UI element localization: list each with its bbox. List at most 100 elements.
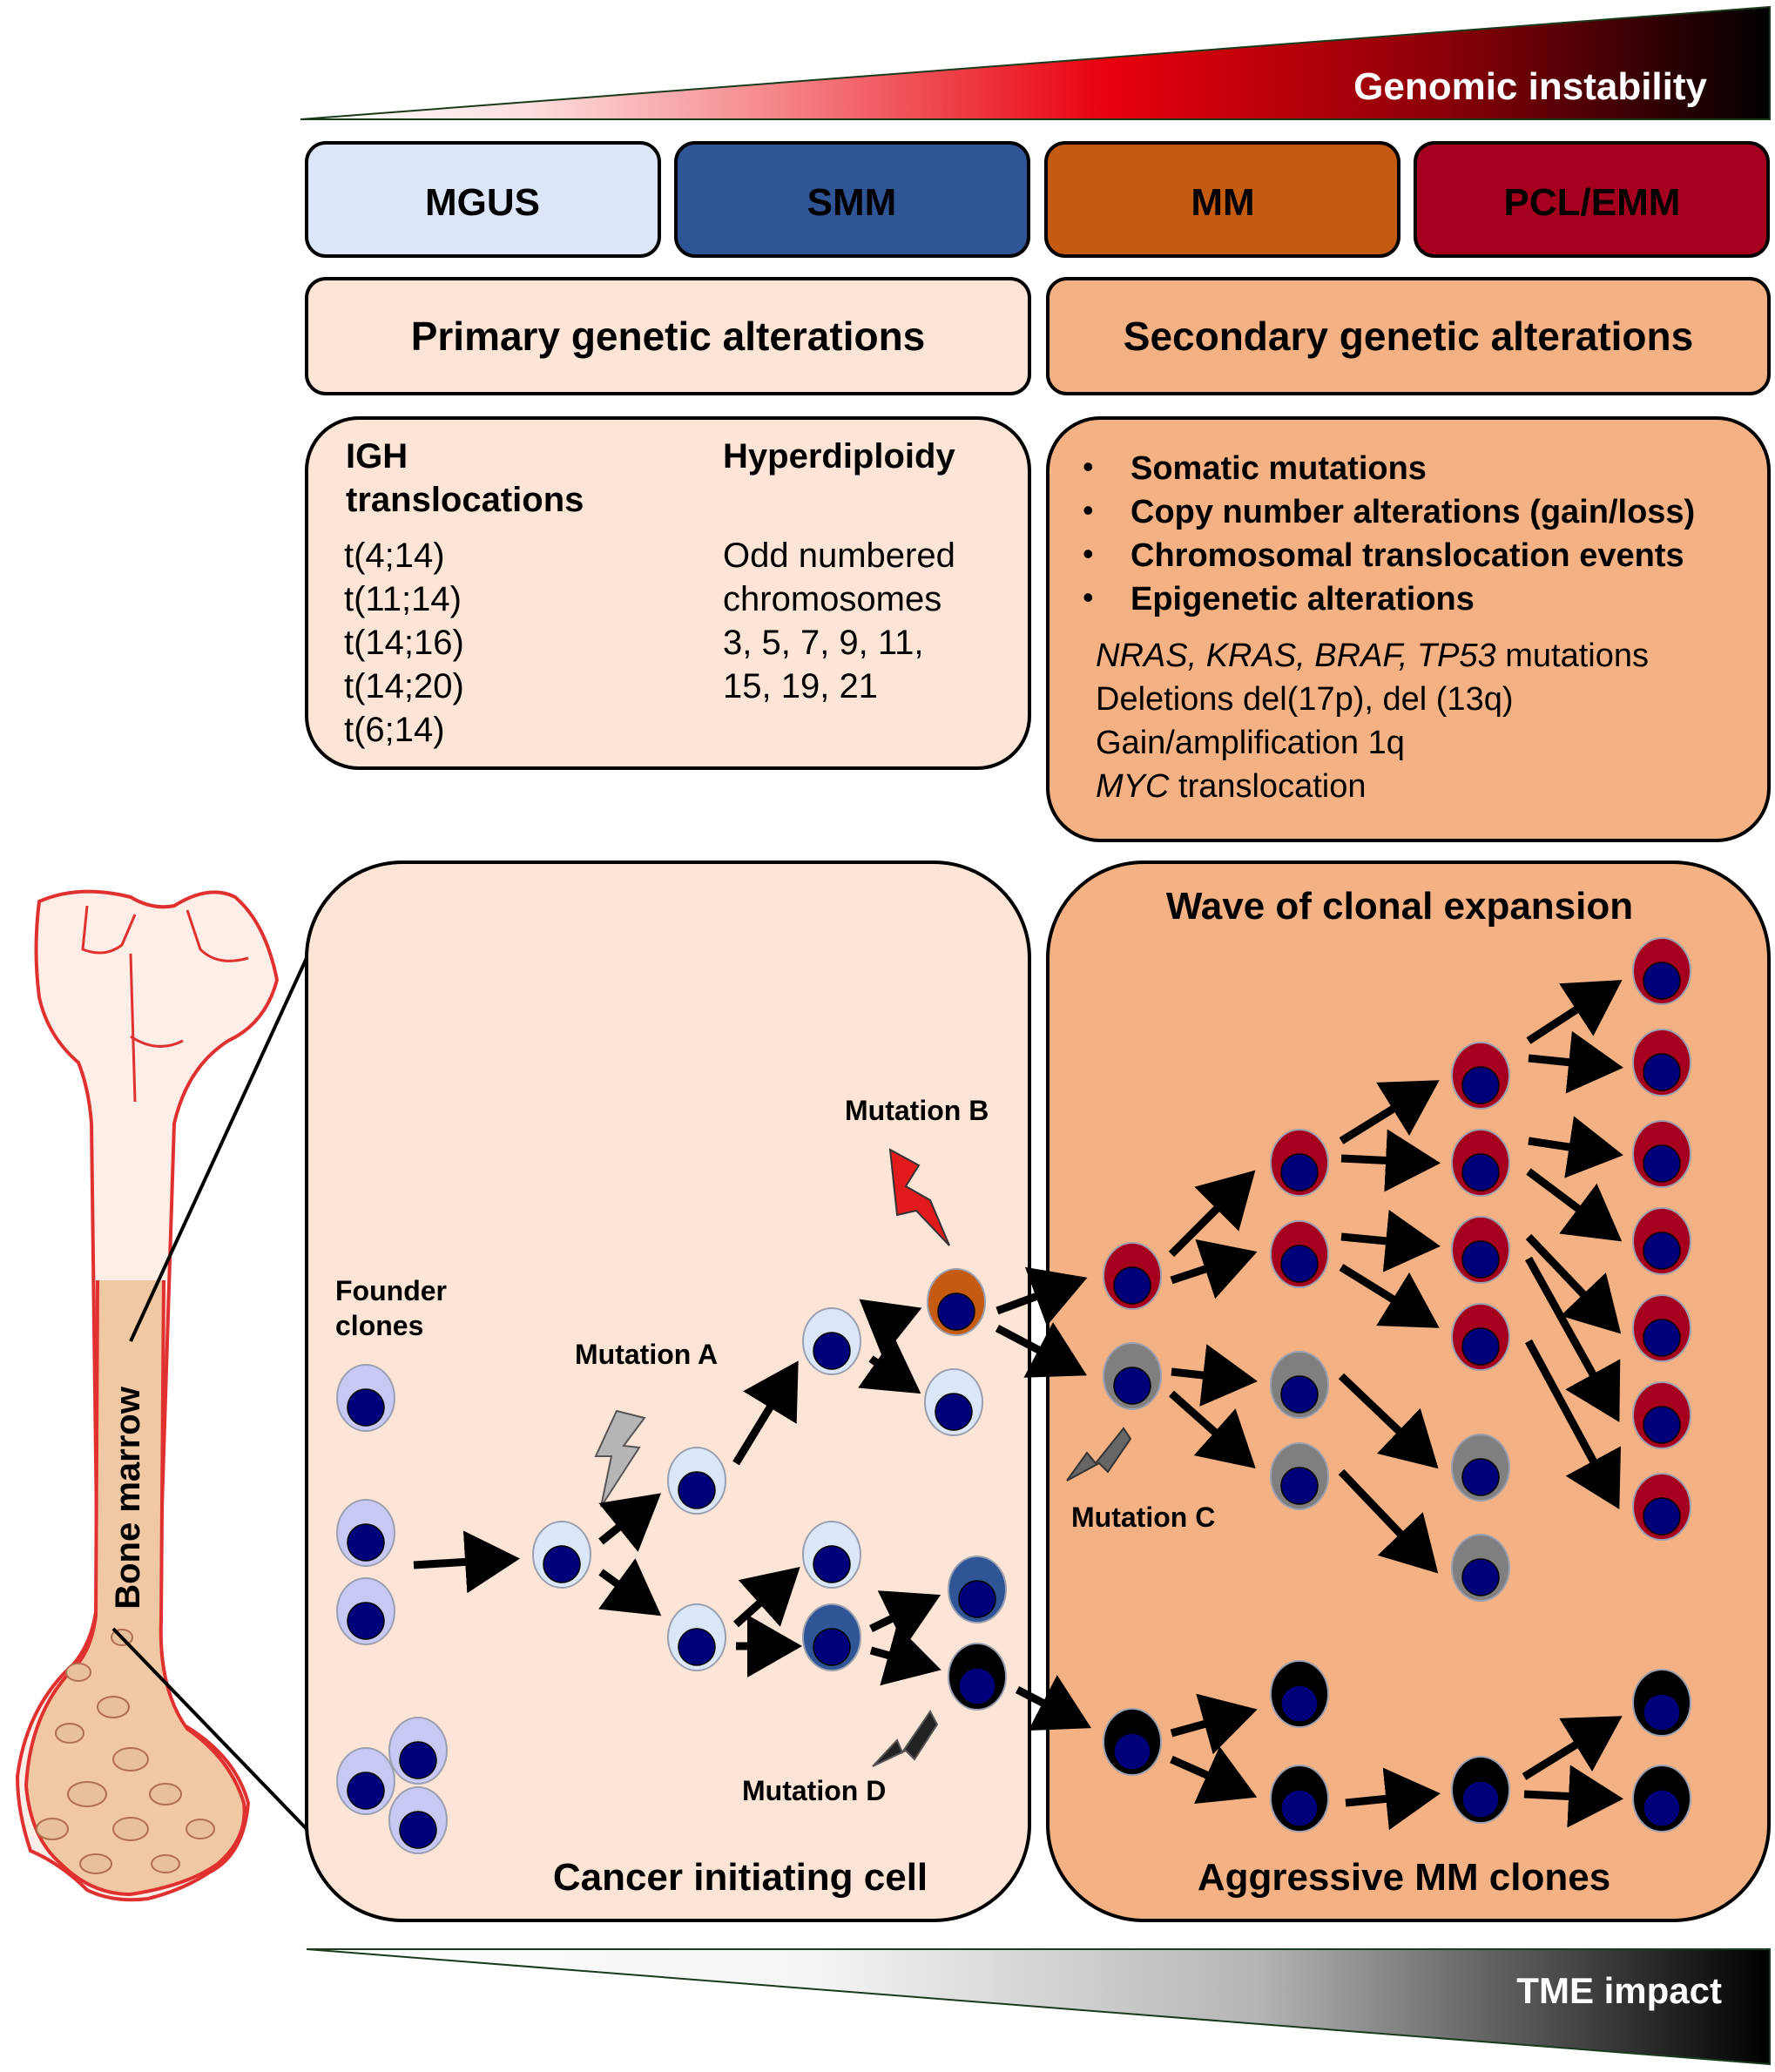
progression-arrow xyxy=(1340,1210,1441,1272)
early-clone-cell xyxy=(667,1447,726,1515)
mm-clone-cell xyxy=(927,1268,986,1336)
genomic-instability-label: Genomic instability xyxy=(1353,65,1707,108)
secondary-bullet: Chromosomal translocation events xyxy=(1130,537,1684,574)
progression-arrow xyxy=(1169,1390,1256,1468)
primary-details: IGH translocations t(4;14) t(11;14) t(14… xyxy=(305,416,1031,770)
progression-arrow xyxy=(1338,1468,1439,1574)
grey-clone-cell xyxy=(1451,1434,1510,1502)
secondary-bullet: Epigenetic alterations xyxy=(1130,581,1475,618)
myc-suffix: translocation xyxy=(1169,768,1366,805)
grey-clone-cell xyxy=(1270,1351,1329,1419)
hyperdiploidy-title: Hyperdiploidy xyxy=(723,437,955,476)
progression-arrow xyxy=(1170,1746,1258,1804)
secondary-bullet: Somatic mutations xyxy=(1130,450,1427,487)
aggressive-clone-cell xyxy=(1451,1756,1510,1824)
aggressive-clone-cell xyxy=(1632,1765,1691,1832)
mutation-c-bolt-icon xyxy=(1066,1427,1132,1481)
clonal-cells xyxy=(336,937,1691,1854)
progression-arrow xyxy=(1170,1693,1258,1755)
early-clone-cell xyxy=(532,1521,591,1589)
stage-label-mm: MM xyxy=(1191,181,1254,224)
hyperdiploidy-line: chromosomes xyxy=(723,580,941,618)
bone-marrow-label: Bone marrow xyxy=(109,1386,147,1609)
igh-item: t(6;14) xyxy=(344,711,445,749)
mutations-genes: NRAS, KRAS, BRAF, TP53 xyxy=(1096,638,1496,674)
grey-clone-cell xyxy=(1103,1342,1162,1410)
pcl-clone-cell xyxy=(1451,1129,1510,1197)
progression-arrow xyxy=(858,1336,921,1394)
igh-item: t(4;14) xyxy=(344,537,445,575)
progression-arrow xyxy=(1525,1256,1621,1422)
left-panel-caption: Cancer initiating cell xyxy=(553,1856,928,1899)
pcl-clone-cell xyxy=(1632,1120,1691,1188)
pcl-clone-cell xyxy=(1451,1303,1510,1371)
bullet-dot: • xyxy=(1083,492,1094,528)
primary-header: Primary genetic alterations xyxy=(411,314,926,359)
early-clone-cell xyxy=(802,1307,861,1375)
mutation-a-label: Mutation A xyxy=(575,1339,718,1370)
right-panel-caption: Aggressive MM clones xyxy=(1198,1856,1610,1899)
grey-clone-cell xyxy=(1270,1442,1329,1510)
stage-bar: MGUS SMM MM PCL/EMM xyxy=(305,141,1770,258)
stage-label-mgus: MGUS xyxy=(425,181,540,224)
progression-arrow xyxy=(859,1299,922,1358)
progression-arrow xyxy=(1015,1675,1091,1731)
mutation-a-bolt-icon xyxy=(594,1409,646,1508)
tme-impact-label: TME impact xyxy=(1516,1970,1722,2011)
progression-arrow xyxy=(1528,1030,1623,1094)
progression-arrow xyxy=(995,1321,1087,1378)
founder-cell xyxy=(336,1364,395,1432)
mutation-c-label: Mutation C xyxy=(1071,1502,1215,1533)
stage-box-pcl-emm xyxy=(1414,141,1770,258)
progression-arrow xyxy=(995,1266,1088,1326)
progression-arrow xyxy=(1340,1129,1441,1192)
igh-title-2: translocations xyxy=(346,481,584,519)
igh-item: t(14;16) xyxy=(344,624,464,662)
igh-item: t(14;20) xyxy=(344,667,464,705)
progression-arrow xyxy=(732,1566,800,1628)
bullet-dot: • xyxy=(1083,579,1094,615)
pcl-clone-cell xyxy=(1270,1220,1329,1288)
progression-arrow xyxy=(1168,1170,1256,1258)
progression-arrow xyxy=(869,1624,941,1686)
bullet-dot: • xyxy=(1083,536,1094,571)
pcl-clone-cell xyxy=(1270,1129,1329,1197)
progression-arrow xyxy=(1528,1116,1623,1178)
pcl-clone-cell xyxy=(1632,1207,1691,1275)
stage-label-pcl-emm: PCL/EMM xyxy=(1504,181,1681,224)
zoom-line-bottom xyxy=(111,1627,308,1831)
founder-cell xyxy=(388,1717,448,1785)
aggressive-clone-cell xyxy=(1270,1660,1329,1728)
early-clone-cell xyxy=(667,1603,726,1671)
founder-cell xyxy=(336,1747,395,1815)
pcl-clone-cell xyxy=(1451,1042,1510,1110)
pcl-clone-cell xyxy=(1632,1381,1691,1449)
founder-label-1: Founder xyxy=(335,1275,447,1306)
progression-arrow xyxy=(1170,1238,1258,1299)
progression-arrow xyxy=(1171,1344,1258,1407)
progression-arrow xyxy=(1339,1264,1440,1328)
gain-line: Gain/amplification 1q xyxy=(1096,725,1405,761)
early-clone-cell xyxy=(802,1521,861,1589)
secondary-bullet: Copy number alterations (gain/loss) xyxy=(1130,494,1695,530)
smm-clone-cell xyxy=(802,1603,861,1671)
mutations-suffix: mutations xyxy=(1496,638,1649,674)
progression-arrow xyxy=(1525,1233,1622,1334)
stage-box-mm xyxy=(1044,141,1400,258)
pcl-clone-cell xyxy=(1632,937,1691,1005)
grey-clone-cell xyxy=(1451,1534,1510,1602)
founder-cell xyxy=(388,1786,448,1854)
mutation-b-label: Mutation B xyxy=(845,1095,989,1126)
progression-arrow xyxy=(1526,1168,1623,1242)
stage-box-smm xyxy=(674,141,1030,258)
bullet-dot: • xyxy=(1083,449,1094,484)
mutation-d-label: Mutation D xyxy=(742,1775,886,1806)
primary-header-box xyxy=(305,277,1031,395)
progression-arrow xyxy=(598,1558,662,1616)
igh-item: t(11;14) xyxy=(344,580,462,618)
smm-clone-cell xyxy=(948,1556,1007,1623)
pcl-clone-cell xyxy=(1632,1294,1691,1362)
founder-cell xyxy=(336,1499,395,1567)
progression-arrow xyxy=(1525,1339,1621,1509)
